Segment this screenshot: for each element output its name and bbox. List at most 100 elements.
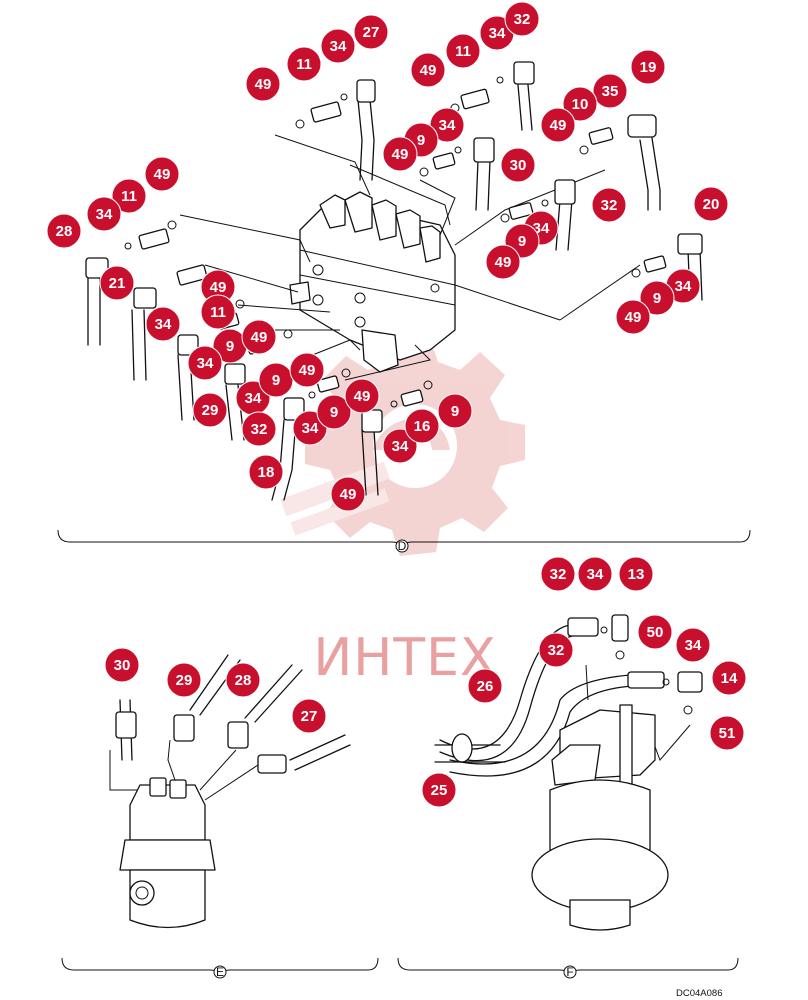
callout-label: 34 [302,420,319,437]
callout-circle [639,280,675,316]
callout-49: 49 [382,136,418,172]
callout-circle [540,556,576,592]
section-e-label: E [216,965,224,979]
callout-label: 9 [417,132,425,149]
callout-label: 9 [653,290,661,307]
callout-label: 34 [96,206,113,223]
callout-circle [353,14,389,50]
callout-50: 50 [637,614,673,650]
callout-32: 32 [540,556,576,592]
callout-label: 49 [392,146,409,163]
callout-29: 29 [192,392,228,428]
callout-27: 27 [291,698,327,734]
callout-circle [538,632,574,668]
callout-circle [467,668,503,704]
callout-30: 30 [500,147,536,183]
section-d-leader-lines [179,134,641,381]
callout-label: 49 [495,254,512,271]
callout-circle [592,73,628,109]
callout-32: 32 [591,187,627,223]
callout-11: 11 [286,46,322,82]
callout-label: 49 [550,117,567,134]
callout-circle [693,186,729,222]
callout-label: 27 [301,708,318,725]
callout-circle [711,660,747,696]
callout-circle [485,244,521,280]
callout-label: 29 [176,672,193,689]
callout-label: 11 [121,188,137,205]
callout-label: 29 [202,402,219,419]
callout-label: 32 [251,421,268,438]
callout-49: 49 [241,319,277,355]
callout-circle [86,196,122,232]
callout-circle [618,556,654,592]
drawing-code: DC04A086 [676,988,722,999]
callout-9: 9 [639,280,675,316]
callout-label: 21 [109,275,126,292]
travel-motor-body [531,704,669,931]
callout-49: 49 [615,299,651,335]
callout-circle [111,178,147,214]
callout-label: 28 [235,672,252,689]
callout-label: 10 [572,96,589,113]
callout-circle [241,319,277,355]
callout-circle [192,392,228,428]
callout-label: 32 [601,197,618,214]
callout-circle [166,662,202,698]
callout-label: 11 [210,304,226,321]
callout-circle [289,352,325,388]
section-f-motor-assembly: F [397,614,739,979]
callout-circle [562,86,598,122]
callout-label: 9 [518,233,526,250]
callout-circle [637,614,673,650]
callout-circle [404,408,440,444]
hose-27-top [356,79,376,181]
callout-14: 14 [711,660,747,696]
section-e-hoses [109,654,351,801]
callout-49: 49 [344,378,380,414]
callout-9: 9 [437,393,473,429]
callout-label: 30 [510,157,527,174]
callout-circle [540,107,576,143]
callout-label: 34 [685,637,702,654]
callout-19: 19 [630,49,666,85]
callout-30: 30 [104,647,140,683]
callout-circle [291,698,327,734]
callout-25: 25 [421,772,457,808]
watermark: ИНТЕХ [280,338,525,688]
callout-circle [286,46,322,82]
callout-11: 11 [111,178,147,214]
callout-28: 28 [46,213,82,249]
callout-circle [200,294,236,330]
callout-49: 49 [540,107,576,143]
callout-27: 27 [353,14,389,50]
callout-circle [225,662,261,698]
callout-35: 35 [592,73,628,109]
callout-label: 28 [56,223,73,240]
callout-label: 50 [647,624,664,641]
callout-20: 20 [693,186,729,222]
callout-label: 51 [719,725,736,742]
callout-9: 9 [316,394,352,430]
callout-layer: 4911342749113432193510493494930491134283… [46,1,747,808]
callout-label: 49 [354,388,371,405]
section-d-control-valve: D [57,61,751,553]
callout-34: 34 [86,196,122,232]
callout-circle [187,345,223,381]
hose-19 [627,114,661,211]
control-valve-block [289,191,456,373]
callout-circle [437,393,473,429]
section-f-label: F [566,965,573,979]
callout-label: 14 [721,670,738,687]
callout-circle [145,306,181,342]
callout-label: 9 [330,404,338,421]
callout-circle [241,411,277,447]
callout-18: 18 [248,454,284,490]
callout-circle [320,28,356,64]
callout-label: 49 [251,329,268,346]
callout-34: 34 [665,268,701,304]
callout-49: 49 [410,52,446,88]
callout-circle [591,187,627,223]
callout-label: 34 [155,316,172,333]
